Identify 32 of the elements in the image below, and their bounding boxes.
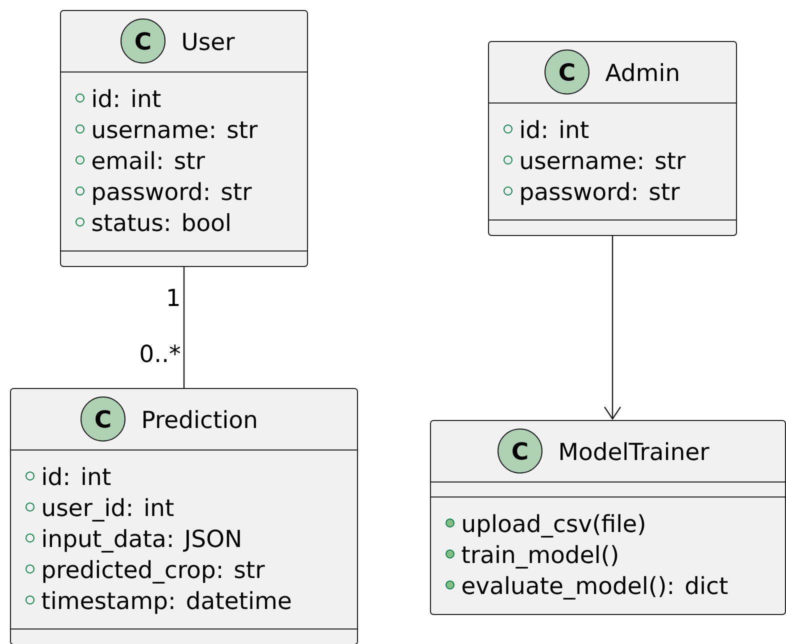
member-text: id: int — [521, 120, 589, 138]
connector — [604, 236, 621, 420]
member-text: username: str — [93, 122, 258, 138]
member-text: timestamp: datetime — [42, 591, 291, 614]
class-box — [488, 41, 737, 236]
class-name: ModelTrainer — [560, 442, 710, 460]
attribute-compartment — [60, 72, 308, 232]
class-box — [60, 10, 308, 267]
class-box — [430, 420, 786, 615]
class-name: Prediction — [144, 410, 256, 428]
member-text: id: int — [93, 89, 161, 108]
method-compartment — [430, 496, 786, 600]
class-box — [10, 388, 358, 644]
connector — [183, 267, 185, 388]
member-text: input_data: JSON — [43, 529, 240, 553]
member-text: status: bool — [92, 213, 230, 232]
member-text: upload_csv(file) — [463, 514, 644, 538]
multiplicity-label: 0..* — [140, 344, 180, 362]
class-name: User — [183, 32, 235, 50]
member-text: id: int — [43, 467, 111, 486]
class-name: Admin — [605, 63, 678, 82]
member-text: predicted_crop: str — [43, 560, 265, 584]
multiplicity-label: 1 — [168, 288, 179, 306]
member-text: user_id: int — [43, 498, 174, 522]
member-text: username: str — [521, 152, 686, 170]
member-text: password: str — [93, 182, 252, 205]
member-text: evaluate_model(): dict — [462, 576, 728, 600]
attribute-compartment — [10, 450, 358, 614]
member-text: train_model() — [462, 545, 618, 569]
member-text: email: str — [92, 151, 205, 170]
attribute-compartment — [488, 102, 737, 205]
member-text: password: str — [521, 182, 680, 205]
